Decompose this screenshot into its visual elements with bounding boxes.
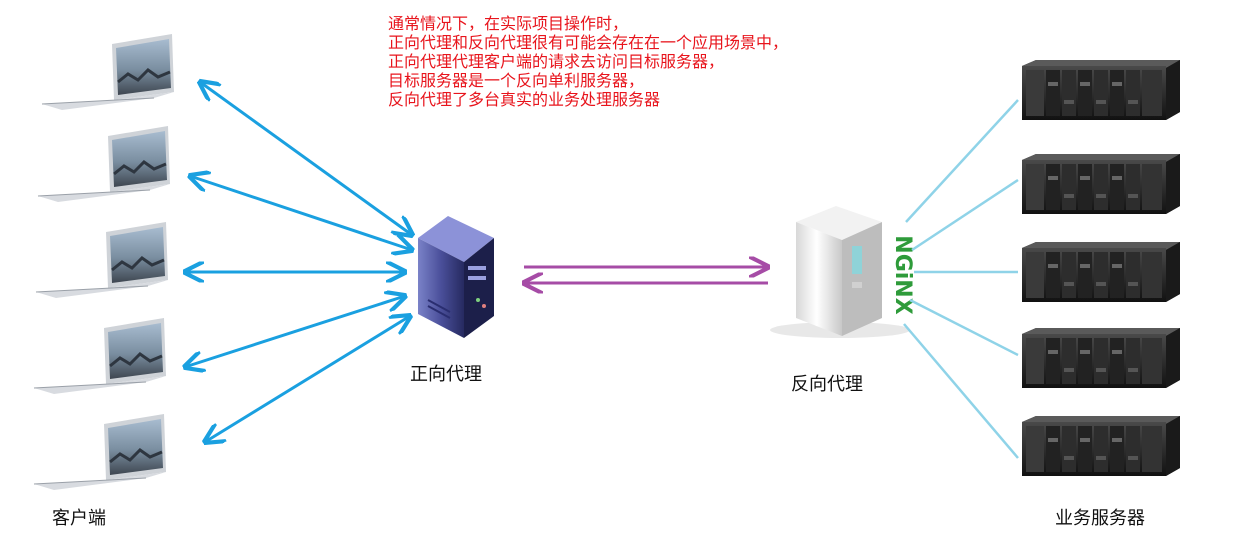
laptop-icon [32,412,168,492]
rack-server-icon [1022,154,1180,214]
nginx-logo: NGiNX [890,235,915,314]
reverse-proxy-label: 反向代理 [791,374,863,395]
note-line: 反向代理了多台真实的业务处理服务器 [388,90,661,109]
proxy-link-arrows [524,267,768,283]
forward-proxy-label: 正向代理 [410,364,482,385]
client-arrows [185,82,412,442]
rack-server-icon [1022,60,1180,120]
tower-server-icon [418,216,494,338]
explanation-note: 通常情况下，在实际项目操作时， 正向代理和反向代理很有可能会存在在一个应用场景中… [388,14,948,109]
note-line: 通常情况下，在实际项目操作时， [388,14,629,33]
laptop-icon [32,316,168,396]
note-line: 正向代理代理客户端的请求去访问目标服务器， [388,52,725,71]
rack-server-icon [1022,242,1180,302]
server-lines [903,99,1019,459]
note-line: 目标服务器是一个反向单利服务器， [388,71,645,90]
laptop-icon [36,124,172,204]
clients-label: 客户端 [52,508,106,529]
laptop-icon [40,32,176,112]
rack-server-icon [1022,328,1180,388]
nginx-server-icon: NGiNX [770,206,915,338]
note-line: 正向代理和反向代理很有可能会存在在一个应用场景中， [388,33,789,52]
business-servers-label: 业务服务器 [1055,508,1145,529]
rack-server-icon [1022,416,1180,476]
laptop-icon [34,220,170,300]
